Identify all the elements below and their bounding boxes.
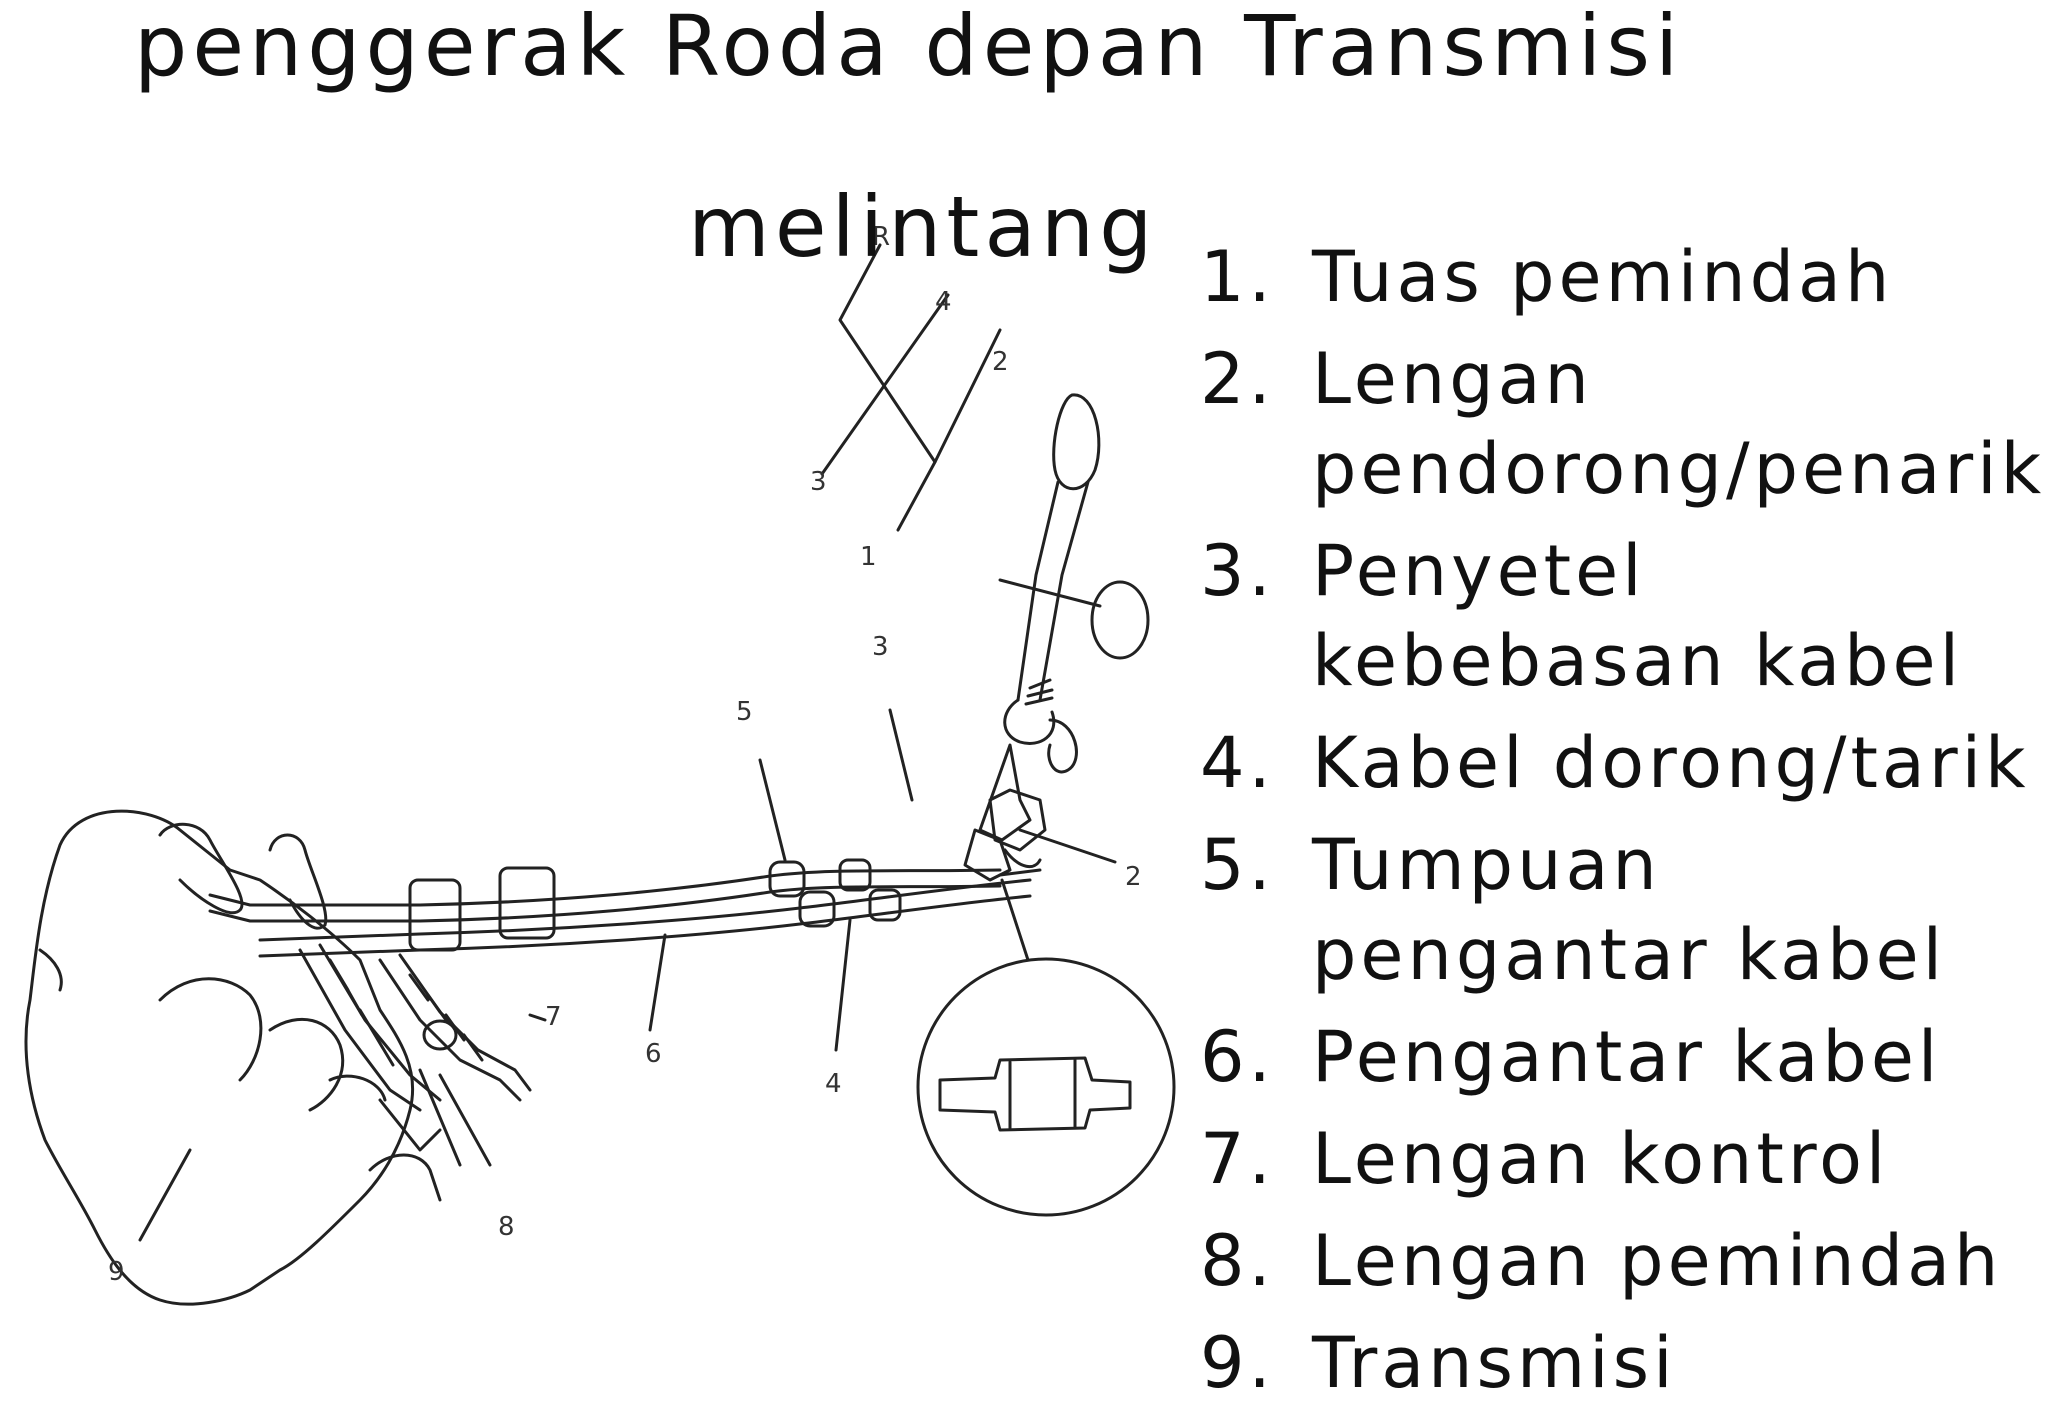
legend-label: Lengan pemindah bbox=[1312, 1220, 2003, 1302]
legend-number: 6. bbox=[1200, 1016, 1275, 1098]
callout-3: 3 bbox=[872, 632, 889, 662]
callout-inset-1: 1 bbox=[860, 542, 877, 572]
shift-lever bbox=[978, 393, 1101, 842]
transmission-housing bbox=[24, 809, 442, 1306]
legend-label: Tuas pemindah bbox=[1312, 236, 1894, 318]
callout-inset-4: 4 bbox=[935, 287, 952, 317]
magnified-detail bbox=[916, 878, 1176, 1217]
callout-8: 8 bbox=[498, 1212, 515, 1242]
legend-item: 5. Tumpuan pengantar kabel bbox=[1200, 820, 2040, 1000]
legend-label: Lengan pendorong/penarik bbox=[1312, 338, 2046, 510]
legend-label: Pengantar kabel bbox=[1312, 1016, 1942, 1098]
legend-item: 3. Penyetel kebebasan kabel bbox=[1200, 526, 2040, 706]
lever-balloon bbox=[1090, 580, 1150, 660]
control-levers bbox=[298, 943, 532, 1152]
callout-5: 5 bbox=[736, 697, 753, 727]
legend-number: 2. bbox=[1200, 338, 1275, 420]
legend-item: 2. Lengan pendorong/penarik bbox=[1200, 334, 2046, 514]
legend-number: 9. bbox=[1200, 1322, 1275, 1404]
legend-label: Tumpuan pengantar kabel bbox=[1312, 824, 1947, 996]
legend-label: Penyetel kebebasan kabel bbox=[1312, 530, 1964, 702]
callout-r: R bbox=[872, 222, 890, 252]
title-line-2: melintang bbox=[688, 178, 1158, 276]
shift-pattern-inset bbox=[820, 243, 1002, 532]
legend-label: Transmisi bbox=[1312, 1322, 1677, 1404]
callout-4: 4 bbox=[825, 1069, 842, 1099]
callout-2: 2 bbox=[1125, 862, 1142, 892]
shift-cables bbox=[208, 868, 1042, 958]
legend-number: 8. bbox=[1200, 1220, 1275, 1302]
cable-clips bbox=[408, 858, 902, 952]
leader-lines bbox=[138, 708, 1117, 1242]
legend-number: 1. bbox=[1200, 236, 1275, 318]
legend-label: Kabel dorong/tarik bbox=[1312, 722, 2030, 804]
legend-number: 5. bbox=[1200, 824, 1275, 906]
parts-legend: 1. Tuas pemindah 2. Lengan pendorong/penar… bbox=[1200, 232, 2046, 1420]
legend-item: 9. Transmisi bbox=[1200, 1318, 2040, 1408]
callout-6: 6 bbox=[645, 1039, 662, 1069]
callout-9: 9 bbox=[108, 1257, 125, 1287]
legend-item: 7. Lengan kontrol bbox=[1200, 1114, 2040, 1204]
legend-item: 8. Lengan pemindah bbox=[1200, 1216, 2040, 1306]
legend-label: Lengan kontrol bbox=[1312, 1118, 1890, 1200]
callout-inset-3: 3 bbox=[810, 467, 827, 497]
legend-item: 4. Kabel dorong/tarik bbox=[1200, 718, 2040, 808]
title-line-1: penggerak Roda depan Transmisi bbox=[134, 0, 1684, 95]
callout-inset-2: 2 bbox=[992, 347, 1009, 377]
legend-item: 1. Tuas pemindah bbox=[1200, 232, 2040, 322]
legend-number: 3. bbox=[1200, 530, 1275, 612]
callout-7: 7 bbox=[545, 1002, 562, 1032]
legend-number: 4. bbox=[1200, 722, 1275, 804]
legend-item: 6. Pengantar kabel bbox=[1200, 1012, 2040, 1102]
legend-number: 7. bbox=[1200, 1118, 1275, 1200]
